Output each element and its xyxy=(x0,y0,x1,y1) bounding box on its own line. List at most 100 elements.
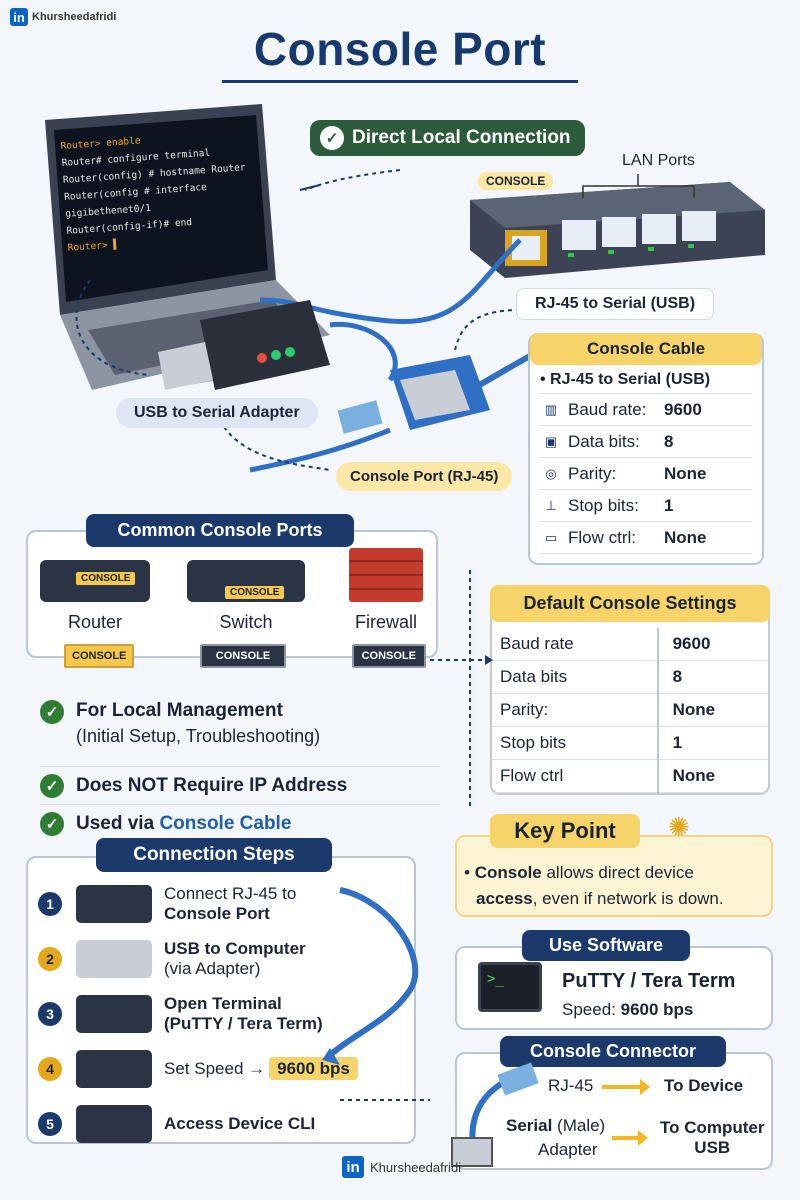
setting-key: Parity: xyxy=(492,693,659,727)
key-point-line: allows direct device xyxy=(541,863,694,882)
device-name: Firewall xyxy=(354,612,417,632)
step-text-a: Connect RJ-45 to xyxy=(164,883,297,903)
terminal-icon: >_ xyxy=(478,962,542,1012)
key-point-line: , even if network is down. xyxy=(532,889,724,908)
device-switch: CONSOLE Switch xyxy=(187,560,305,633)
key-point-bold: access xyxy=(476,889,533,908)
feature-checklist: ✓ For Local Management (Initial Setup, T… xyxy=(40,700,440,842)
connection-illustration xyxy=(45,104,765,473)
setting-value: None xyxy=(657,759,768,793)
stop-bits-icon: ⊥ xyxy=(545,497,557,513)
setting-key: Baud rate: xyxy=(568,399,647,419)
connector-male-label: (Male) xyxy=(552,1116,606,1135)
footer-brand-name: Khursheedafridi xyxy=(370,1159,462,1175)
setting-key: Data bits xyxy=(492,660,659,694)
step-text-b: (via Adapter) xyxy=(164,958,261,978)
connector-usb-label: USB xyxy=(694,1138,731,1157)
brand: in Khursheedafridi xyxy=(10,8,116,26)
step-number: 3 xyxy=(38,1001,62,1026)
setting-key: Stop bits: xyxy=(568,495,639,515)
step-number: 1 xyxy=(38,891,62,916)
step-text-a: USB to Computer xyxy=(164,938,306,958)
step-number: 2 xyxy=(38,946,62,971)
connector-adapter: Adapter xyxy=(538,1140,598,1159)
key-point-text: • Console allows direct device access, e… xyxy=(464,863,724,908)
firewall-icon xyxy=(349,548,423,602)
step-text-b: Console Port xyxy=(164,903,270,923)
setting-key: Flow ctrl: xyxy=(568,527,636,547)
step-item: 3 Open Terminal(PuTTY / Tera Term) xyxy=(38,986,408,1041)
dashed-connector xyxy=(430,570,493,810)
port-tag-router: CONSOLE xyxy=(64,644,135,668)
default-settings-title: Default Console Settings xyxy=(490,585,770,622)
setting-value: None xyxy=(664,463,707,483)
data-bits-icon: ▣ xyxy=(544,433,558,449)
title-underline xyxy=(222,80,578,83)
switch-icon: CONSOLE xyxy=(187,560,305,602)
console-port-rj45-label: Console Port (RJ-45) xyxy=(336,462,513,491)
console-connector-title: Console Connector xyxy=(500,1036,726,1067)
direct-local-connection-badge: ✓ Direct Local Connection xyxy=(310,120,585,156)
setting-key: Data bits: xyxy=(568,431,640,451)
step-text-a: Access Device CLI xyxy=(164,1113,316,1133)
connector-illustration xyxy=(451,1062,539,1167)
check-subtext: (Initial Setup, Troubleshooting) xyxy=(76,726,321,746)
rj45-to-serial-label: RJ-45 to Serial (USB) xyxy=(516,288,715,320)
check-item: ✓ Does NOT Require IP Address xyxy=(40,766,440,804)
setting-value: 9600 xyxy=(664,399,702,419)
connector-serial: Serial (Male) xyxy=(506,1116,605,1136)
terminal-screen: Router> enable Router# configure termina… xyxy=(60,124,268,257)
step-text-b: (PuTTY / Tera Term) xyxy=(164,1013,323,1033)
console-cable-row: ▣ Data bits: 8 xyxy=(540,426,752,458)
usb-icon xyxy=(76,939,152,978)
arrow-head-icon xyxy=(638,1130,648,1146)
usb-adapter xyxy=(158,300,330,390)
check-accent: Console Cable xyxy=(159,812,292,834)
connector-to-computer-label: To Computer xyxy=(660,1118,765,1137)
setting-value: 1 xyxy=(664,495,674,515)
usb-to-serial-label: USB to Serial Adapter xyxy=(116,398,318,428)
direct-local-connection-label: Direct Local Connection xyxy=(352,127,571,148)
check-text: For Local Management xyxy=(76,700,283,721)
step-number: 4 xyxy=(38,1056,62,1081)
console-cable-row: ⊥ Stop bits: 1 xyxy=(540,490,752,522)
check-icon: ✓ xyxy=(40,700,64,724)
console-cable-row: ▭Flow ctrl:None xyxy=(540,522,752,554)
check-item: ✓ Used via Console Cable xyxy=(40,804,440,842)
setting-key: Stop bits xyxy=(492,726,659,760)
setting-value: 8 xyxy=(664,431,674,451)
connector-rj45: RJ-45 xyxy=(548,1076,594,1095)
setting-key: Baud rate xyxy=(492,628,659,661)
step-text-a: Open Terminal xyxy=(164,993,282,1013)
console-cable-panel: Console Cable • RJ-45 to Serial (USB) ▥B… xyxy=(528,333,764,565)
use-software-title: Use Software xyxy=(522,930,690,961)
router-mini-icon xyxy=(76,884,152,923)
check-icon: ✓ xyxy=(320,126,344,150)
lightbulb-icon: ✺ xyxy=(668,812,690,842)
software-speed: Speed: 9600 bps xyxy=(562,1000,693,1020)
setting-key: Flow ctrl xyxy=(492,759,659,793)
step-item: 2 USB to Computer(via Adapter) xyxy=(38,931,408,986)
footer-brand: in Khursheedafridi xyxy=(342,1156,461,1178)
console-cable-subtitle: • RJ-45 to Serial (USB) xyxy=(540,365,752,394)
software-name: PuTTY / Tera Term xyxy=(562,970,736,992)
setting-value: None xyxy=(657,693,768,727)
key-point-title: Key Point xyxy=(490,814,640,848)
default-setting-row: Parity:None xyxy=(492,693,768,727)
step-text-a: Set Speed → xyxy=(164,1058,266,1078)
brand-name: Khursheedafridi xyxy=(32,11,117,23)
page-title: Console Port xyxy=(253,23,547,75)
common-console-ports-title: Common Console Ports xyxy=(86,514,354,547)
setting-key: Parity: xyxy=(568,463,617,483)
step-text: Access Device CLI xyxy=(164,1114,315,1134)
arrow-head-icon xyxy=(640,1079,650,1095)
linkedin-icon: in xyxy=(342,1156,364,1178)
